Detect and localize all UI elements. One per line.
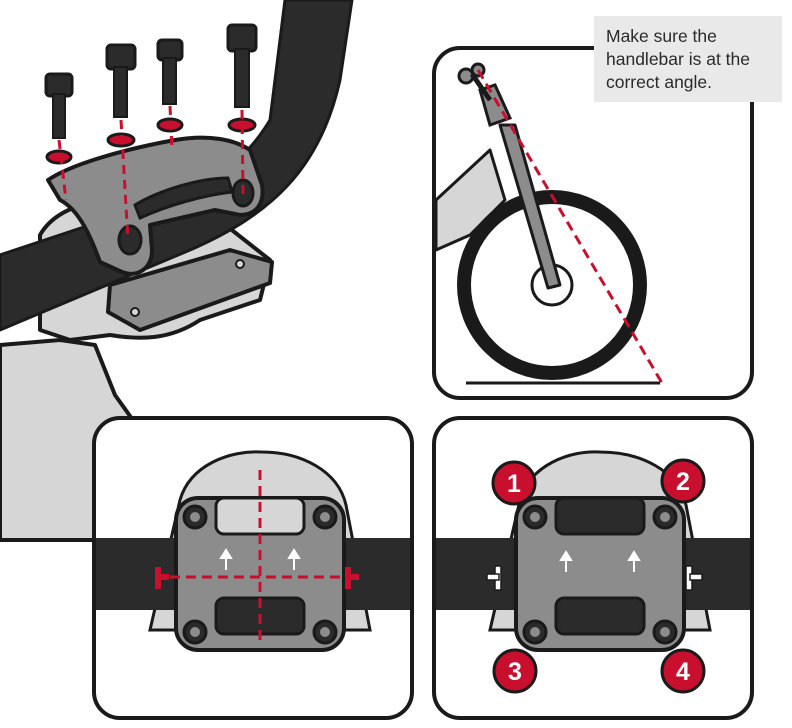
- angle-note-line: Make sure the: [606, 25, 772, 48]
- sequence-badge-4: 4: [662, 650, 704, 692]
- bolt-3: [158, 40, 182, 131]
- bolt-1: [46, 74, 72, 163]
- svg-text:1: 1: [507, 470, 521, 498]
- angle-note-line: correct angle.: [606, 71, 772, 94]
- stem-hole: [131, 308, 139, 316]
- faceplate-window: [556, 498, 644, 534]
- torque-sequence-panel: 1 2 3 4: [434, 418, 752, 718]
- svg-text:3: 3: [508, 658, 522, 686]
- angle-note-line: handlebar is at the: [606, 48, 772, 71]
- faceplate-bore: [119, 226, 141, 254]
- stem-hole: [236, 260, 244, 268]
- sequence-badge-2: 2: [662, 460, 704, 502]
- angle-note: Make sure the handlebar is at the correc…: [594, 16, 782, 102]
- faceplate-window: [556, 598, 644, 634]
- sequence-badge-1: 1: [493, 462, 535, 504]
- bolt-2: [107, 45, 135, 146]
- svg-text:4: 4: [676, 658, 690, 686]
- alignment-panel: [94, 418, 412, 718]
- sequence-badge-3: 3: [494, 650, 536, 692]
- svg-text:2: 2: [676, 468, 690, 496]
